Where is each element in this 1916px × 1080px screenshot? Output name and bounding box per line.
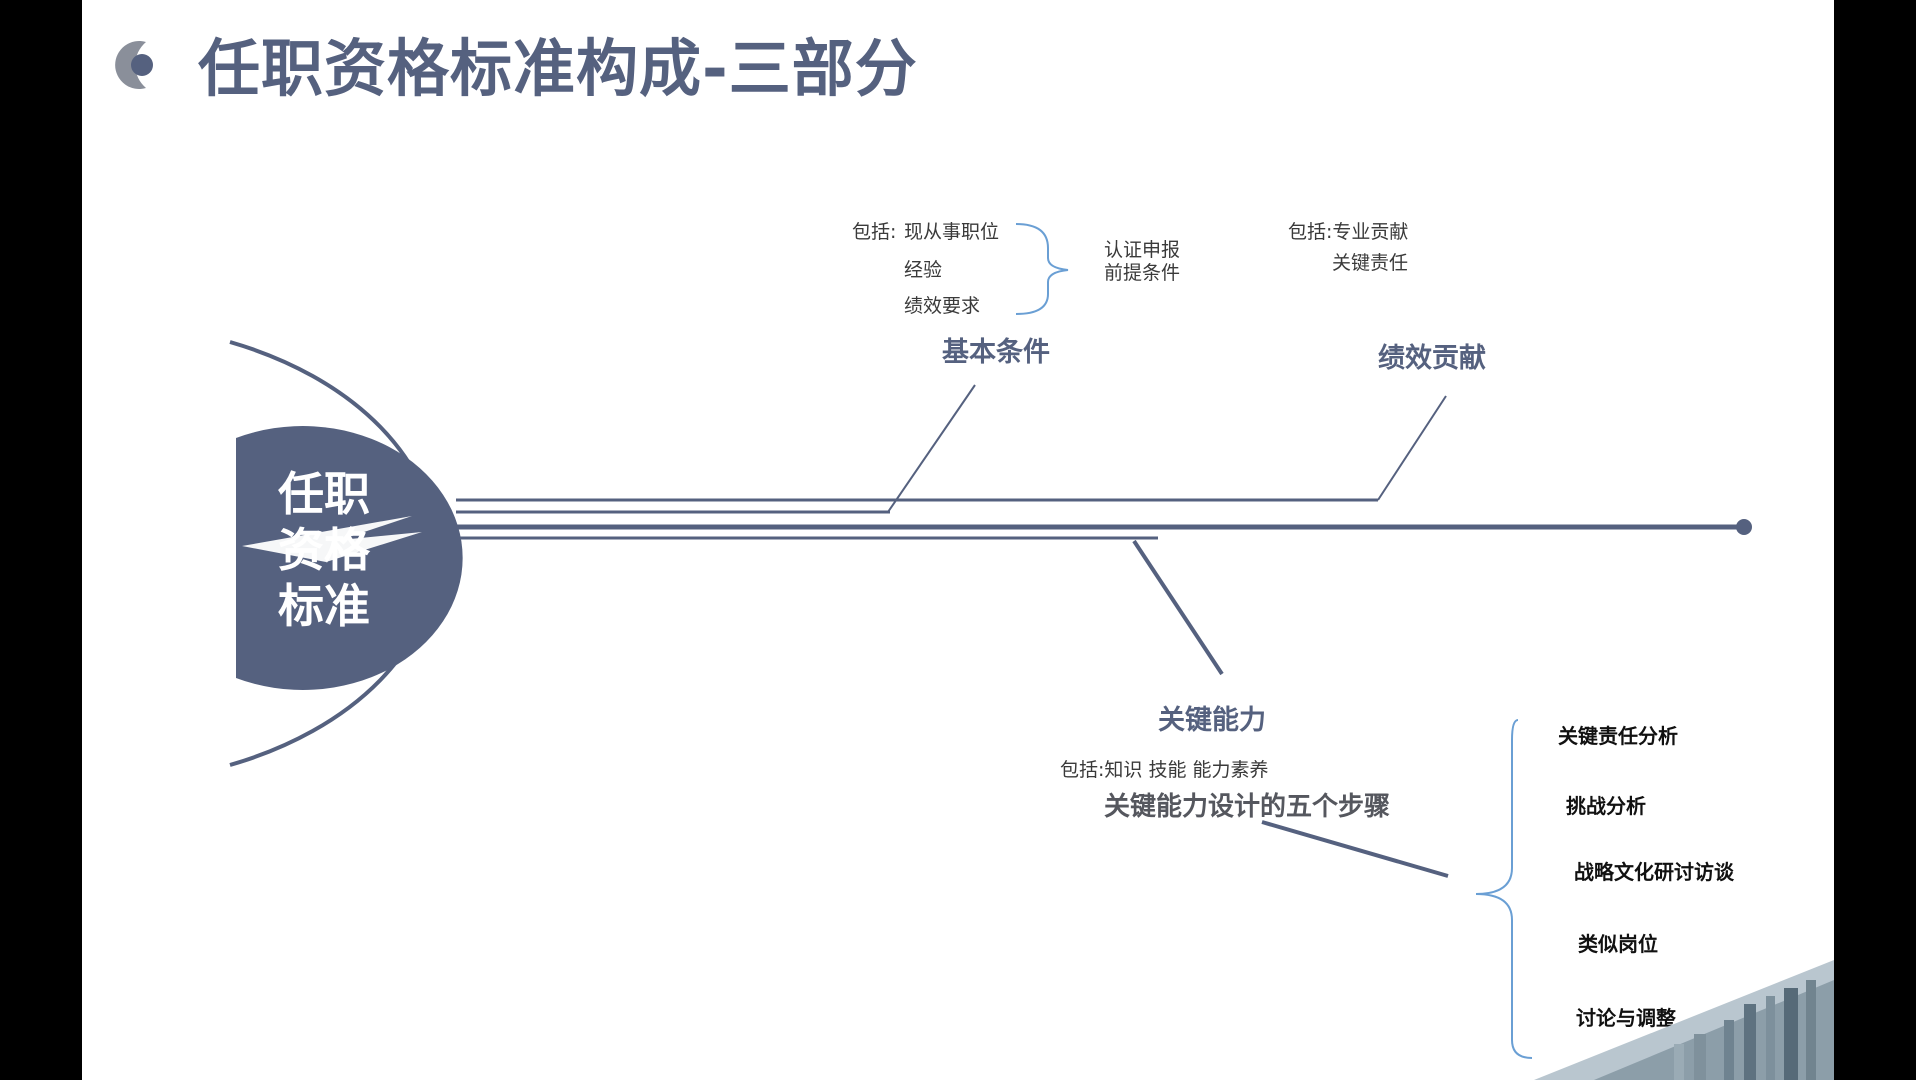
hub-label: 任职 资格 标准 xyxy=(278,466,408,634)
ability-includes: 包括:知识 技能 能力素养 xyxy=(1060,759,1269,781)
bracket-basic xyxy=(1015,223,1069,315)
basic-item-2: 经验 xyxy=(904,259,943,281)
basic-note-line-2: 前提条件 xyxy=(1104,262,1181,284)
hub-disc xyxy=(236,426,463,691)
page-title: 任职资格标准构成-三部分 xyxy=(198,32,918,105)
ability-design-title: 关键能力设计的五个步骤 xyxy=(1104,792,1391,822)
basic-item-1: 现从事职位 xyxy=(904,221,1000,243)
bone-performance xyxy=(1377,395,1447,501)
step-1: 关键责任分析 xyxy=(1558,724,1678,748)
step-2: 挑战分析 xyxy=(1566,794,1646,818)
bone-design xyxy=(1261,820,1449,878)
bracket-steps xyxy=(1475,719,1533,1059)
performance-line-1: 包括:专业贡献 xyxy=(1288,221,1409,243)
slide: 任职资格标准构成-三部分 任职 资格 标准 包括: 现从事职位 经验 绩效要求 … xyxy=(82,0,1834,1080)
step-3: 战略文化研讨访谈 xyxy=(1574,860,1734,884)
cityscape-decoration xyxy=(1534,960,1834,1080)
step-4: 类似岗位 xyxy=(1578,932,1658,956)
fishbone-diagram xyxy=(229,223,1752,1059)
basic-item-3: 绩效要求 xyxy=(904,295,981,317)
performance-line-2: 关键责任 xyxy=(1332,252,1409,274)
branch-label-ability: 关键能力 xyxy=(1158,705,1266,736)
hub-line-2: 资格 xyxy=(278,523,370,577)
basic-note-line-1: 认证申报 xyxy=(1104,239,1181,261)
title-bullet-icon xyxy=(115,41,153,89)
bone-ability xyxy=(1132,539,1224,676)
branch-label-basic: 基本条件 xyxy=(942,337,1050,368)
hub-line-3: 标准 xyxy=(278,579,370,633)
bone-basic xyxy=(887,384,976,513)
hub-line-1: 任职 xyxy=(278,467,370,521)
spine-end-dot xyxy=(1736,519,1752,535)
hub-slash xyxy=(242,516,422,562)
branch-label-performance: 绩效贡献 xyxy=(1378,343,1486,374)
step-5: 讨论与调整 xyxy=(1576,1006,1676,1030)
basic-includes-prefix: 包括: xyxy=(852,221,897,243)
